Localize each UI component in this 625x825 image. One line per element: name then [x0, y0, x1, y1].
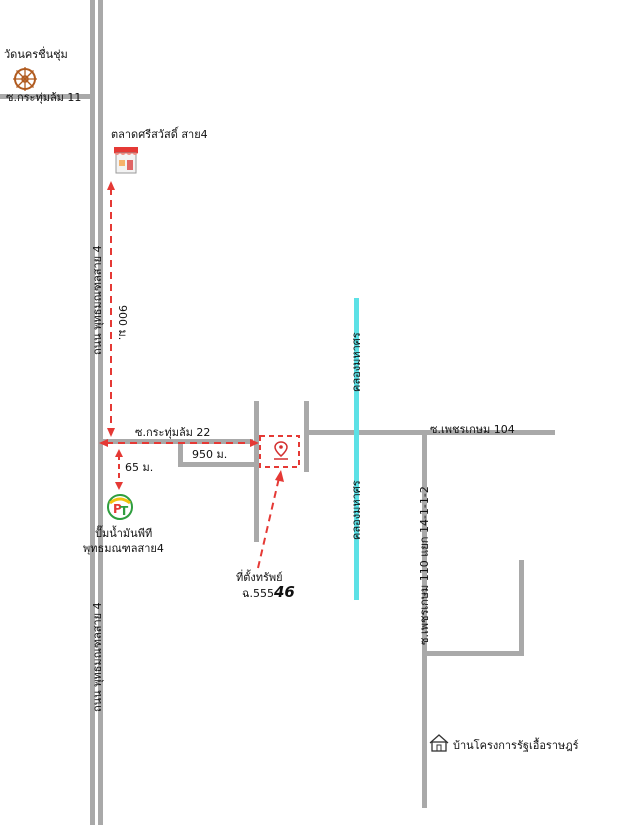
route-65m-arrow-top [115, 449, 123, 457]
phutthamonthon-road-label-bottom: ถนน พุทธมณฑลสาย 4 [91, 602, 104, 712]
soi-22-label: ซ.กระทุ่มล้ม 22 [135, 426, 211, 439]
svg-text:T: T [120, 504, 129, 518]
main-road-line-right [98, 0, 103, 825]
property-pointer-arrow [275, 470, 284, 482]
main-road-line-left [90, 0, 95, 825]
market-label: ตลาดศรีสวัสดิ์ สาย4 [111, 128, 208, 141]
gas-station-label-line1: ปั๊มน้ำมันพีที [95, 527, 153, 540]
temple-wheel-icon [13, 67, 37, 91]
property-pointer-line [257, 477, 280, 569]
housing-label: บ้านโครงการรัฐเอื้อราษฎร์ [453, 739, 579, 752]
house-icon [429, 734, 449, 752]
local-road-vertical-left [254, 401, 259, 542]
phetkasem-110-road [422, 432, 427, 808]
canal-label-top: คลองมหาศร [350, 332, 363, 392]
phutthamonthon-road-label-top: ถนน พุทธมณฑลสาย 4 [91, 245, 104, 355]
property-boundary [259, 435, 300, 468]
phetkasem-104-label: ซ.เพชรเกษม 104 [430, 423, 515, 436]
route-900m-arrow-bottom [107, 428, 115, 437]
pt-gas-logo-icon: P T [107, 494, 133, 520]
temple-label: วัดนครชื่นชุ่ม [4, 48, 68, 61]
gas-station-label-line2: พุทธมณฑลสาย4 [83, 542, 164, 555]
property-label-line1: ที่ตั้งทรัพย์ [236, 571, 283, 584]
property-handwritten-number: 46 [274, 583, 295, 601]
property-label-line2: ฉ.55546 [242, 583, 295, 601]
route-950m-arrow-left [99, 439, 108, 447]
canal-label-bottom: คลองมหาศร [350, 480, 363, 540]
phetkasem-104-road [307, 430, 555, 435]
phetkasem-110-branch-up [519, 560, 524, 656]
location-pin-icon [274, 441, 288, 460]
local-road-vertical-right [304, 401, 309, 472]
soi-22-branch-down [178, 441, 183, 467]
distance-65m-label: 65 ม. [125, 461, 154, 474]
route-900m-arrow-top [107, 181, 115, 190]
phetkasem-110-branch [424, 651, 524, 656]
route-950m-arrow-right [250, 439, 259, 447]
route-65m-arrow-bottom [115, 482, 123, 490]
phetkasem-110-label: ซ.เพชรเกษม 110 แยก 14-1-1-2 [418, 486, 431, 645]
svg-text:P: P [113, 502, 122, 516]
property-deed-number: ฉ.555 [242, 587, 274, 600]
soi-11-road [0, 94, 92, 99]
canal-mahasorn [354, 298, 359, 600]
distance-900m-label: 900 ม. [116, 305, 129, 341]
soi-11-label: ซ.กระทุ่มล้ม 11 [6, 91, 82, 104]
market-stall-icon [114, 147, 138, 174]
distance-950m-label: 950 ม. [192, 448, 228, 461]
soi-22-branch-bottom [178, 462, 258, 467]
